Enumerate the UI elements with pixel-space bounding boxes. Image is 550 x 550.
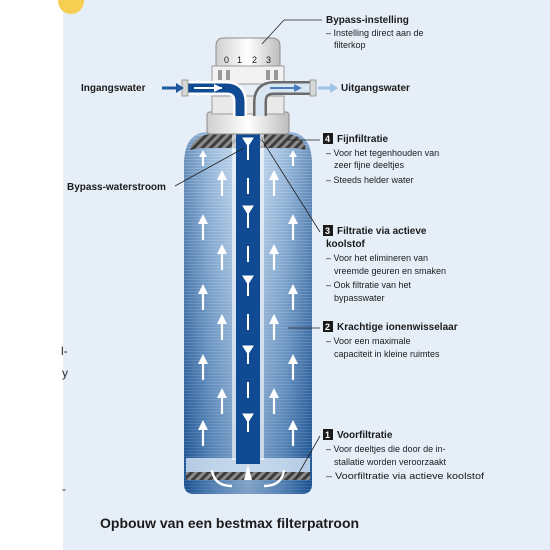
riser-wall-right — [260, 96, 264, 460]
stage-detail: capaciteit in kleine ruimtes — [334, 349, 440, 359]
upflow-arrows — [198, 150, 298, 446]
outlet-label: Uitgangswater — [341, 83, 410, 94]
dial-number: 0 — [224, 55, 229, 65]
bypass-flow-leader — [174, 147, 245, 187]
inlet-arrow — [162, 83, 184, 93]
inlet-pipe — [181, 79, 247, 116]
stage-detail: – Ook filtratie van het — [326, 280, 412, 290]
bypass-setting-line: – Instelling direct aan de — [326, 28, 424, 38]
filter-head-neck — [206, 95, 290, 135]
riser-down-arrows — [242, 110, 254, 440]
edge-text-fragment: - — [62, 482, 66, 496]
inlet-label: Ingangswater — [81, 83, 146, 94]
stage-title: koolstof — [326, 239, 366, 250]
stage-title: Fijnfiltratie — [337, 134, 389, 145]
stage-detail: – Voor deeltjes die door de in- — [326, 444, 446, 454]
stage-detail: stallatie worden veroorzaakt — [334, 457, 447, 467]
stage-3-callout: 3 Filtratie via actieve koolstof – Voor … — [261, 139, 446, 303]
bypass-setting-leader-tail — [261, 19, 285, 45]
dial-number: 3 — [266, 55, 271, 65]
outlet-pipe — [253, 79, 317, 116]
stage-number: 1 — [325, 430, 330, 440]
bypass-setting-title: Bypass-instelling — [326, 15, 409, 26]
stage-number: 3 — [325, 226, 330, 236]
stage-detail: – Voor een maximale — [326, 336, 411, 346]
stage-number: 4 — [325, 134, 330, 144]
stage-detail: – Voor het tegenhouden van — [326, 148, 439, 158]
stage-detail: vreemde geuren en smaken — [334, 266, 446, 276]
stage-2-callout: 2 Krachtige ionenwisselaar – Voor een ma… — [288, 321, 458, 359]
stage-number: 2 — [325, 322, 330, 332]
bottom-swirl-arrows — [210, 464, 286, 488]
bypass-flow-label: Bypass-waterstroom — [67, 182, 166, 193]
stage-title: Filtratie via actieve — [337, 226, 427, 237]
stage-1-callout: 1 Voorfiltratie – Voor deeltjes die door… — [295, 429, 485, 481]
edge-text-fragment: y — [62, 366, 68, 380]
bypass-setting-line: filterkop — [334, 40, 366, 50]
stage-4-callout: 4 Fijnfiltratie – Voor het tegenhouden v… — [288, 133, 439, 185]
dial-number: 2 — [252, 55, 257, 65]
stage-detail: bypasswater — [334, 293, 385, 303]
dial-number: 1 — [237, 55, 242, 65]
yellow-corner-shape — [58, 0, 84, 14]
stage-title: Krachtige ionenwisselaar — [337, 322, 458, 333]
stage-detail: – Steeds helder water — [326, 175, 414, 185]
diagram-caption: Opbouw van een bestmax filterpatroon — [100, 515, 359, 531]
stage-title: Voorfiltratie — [337, 430, 393, 441]
left-margin — [0, 0, 63, 550]
edge-text-fragment: l- — [61, 344, 68, 358]
stage-detail: – Voor het elimineren van — [326, 253, 428, 263]
stage-detail: zeer fijne deeltjes — [334, 160, 405, 170]
outlet-arrow — [318, 83, 338, 93]
bypass-dial-head: 0 1 2 3 — [211, 37, 285, 85]
stage-detail: – Voorfiltratie via actieve koolstof — [326, 471, 485, 481]
riser-wall-left — [232, 96, 236, 460]
